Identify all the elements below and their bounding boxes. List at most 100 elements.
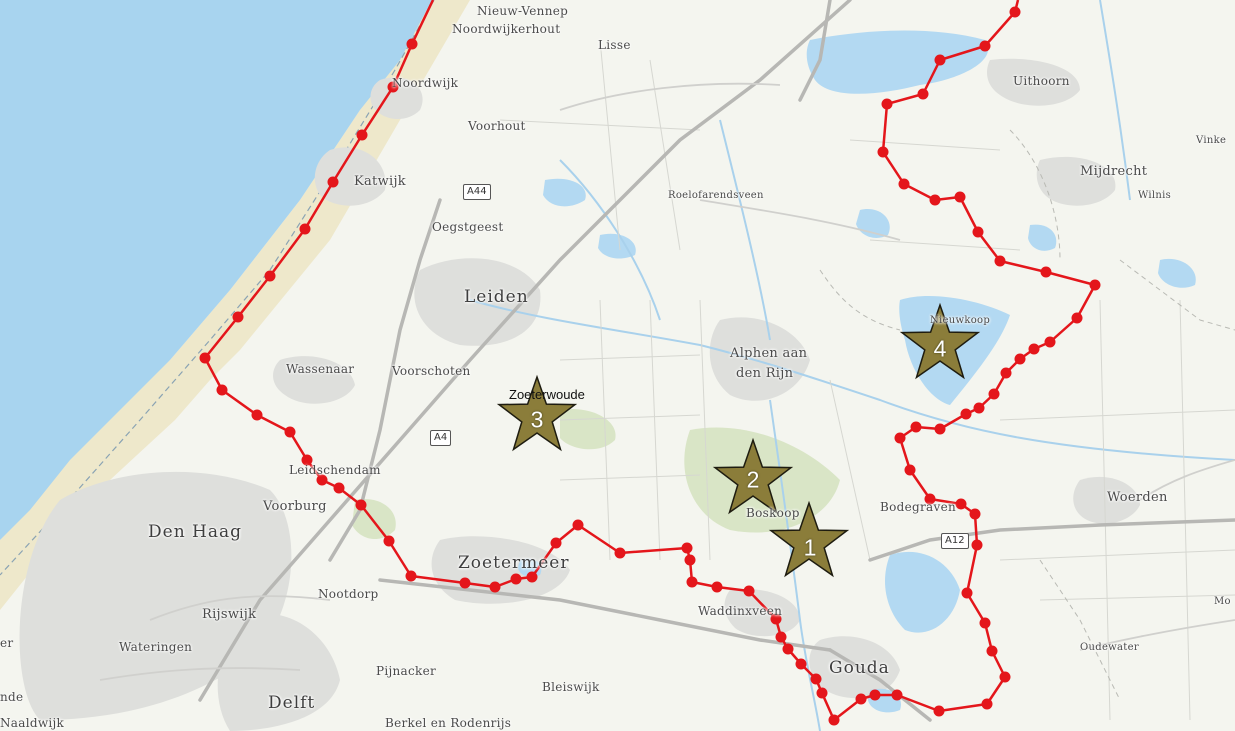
place-label-noordwijkerhout: Noordwijkerhout	[452, 22, 561, 36]
place-label-voorburg: Voorburg	[263, 499, 327, 514]
place-label-noordwijk: Noordwijk	[392, 76, 459, 90]
boundary-vertex-dot	[994, 255, 1006, 267]
boundary-vertex-dot	[969, 508, 981, 520]
star-icon[interactable]	[712, 437, 794, 515]
place-label-naaldwijk: Naaldwijk	[0, 716, 65, 730]
boundary-vertex-dot	[999, 671, 1011, 683]
place-label-boskoop: Boskoop	[746, 506, 800, 520]
place-label-den-haag: Den Haag	[148, 522, 243, 542]
place-label-alphen-aan: Alphen aan	[730, 346, 808, 361]
boundary-line	[203, 0, 1097, 722]
place-label-nootdorp: Nootdorp	[318, 587, 379, 601]
boundary-vertex-dot	[972, 226, 984, 238]
star-icon[interactable]	[496, 374, 578, 452]
boundary-vertex-dot	[810, 673, 822, 685]
place-label-pijnacker: Pijnacker	[376, 664, 437, 678]
boundary-vertex-dot	[961, 587, 973, 599]
boundary-vertex-dot	[973, 402, 985, 414]
place-label-bleiswijk: Bleiswijk	[542, 680, 600, 694]
place-label-wassenaar: Wassenaar	[286, 362, 355, 376]
boundary-vertex-dot	[894, 432, 906, 444]
boundary-vertex-dot	[775, 631, 787, 643]
place-label-katwijk: Katwijk	[354, 174, 406, 189]
boundary-vertex-dot	[955, 498, 967, 510]
boundary-vertex-dot	[251, 409, 263, 421]
place-label-wateringen: Wateringen	[119, 640, 193, 654]
place-label-oegstgeest: Oegstgeest	[432, 220, 504, 234]
place-label-zoetermeer: Zoetermeer	[458, 553, 570, 573]
place-label-voorschoten: Voorschoten	[392, 364, 471, 378]
boundary-vertex-dot	[681, 542, 693, 554]
place-label-berkel: Berkel en Rodenrijs	[385, 716, 512, 730]
road-shield-a12: A12	[941, 533, 969, 549]
place-label-lisse: Lisse	[598, 38, 631, 52]
boundary-vertex-dot	[550, 537, 562, 549]
boundary-vertex-dot	[898, 178, 910, 190]
boundary-vertex-dot	[960, 408, 972, 420]
star-icon[interactable]	[899, 302, 981, 380]
boundary-vertex-dot	[933, 705, 945, 717]
boundary-vertex-dot	[795, 658, 807, 670]
boundary-vertex-dot	[572, 519, 584, 531]
boundary-vertex-dot	[405, 570, 417, 582]
boundary-vertex-dot	[855, 693, 867, 705]
boundary-vertex-dot	[264, 270, 276, 282]
place-label-mijdrecht: Mijdrecht	[1080, 164, 1148, 179]
boundary-vertex-dot	[869, 689, 881, 701]
boundary-vertex-dot	[355, 499, 367, 511]
boundary-vertex-dot	[782, 643, 794, 655]
boundary-vertex-dot	[316, 474, 328, 486]
boundary-vertex-dot	[1000, 367, 1012, 379]
place-label-partial-er: er	[0, 636, 14, 650]
boundary-vertices	[199, 6, 1101, 726]
boundary-vertex-dot	[406, 38, 418, 50]
boundary-vertex-dot	[489, 581, 501, 593]
star-icon[interactable]	[768, 500, 850, 578]
boundary-vertex-dot	[988, 388, 1000, 400]
boundary-vertex-dot	[986, 645, 998, 657]
boundary-vertex-dot	[816, 687, 828, 699]
boundary-vertex-dot	[199, 352, 211, 364]
place-label-oudewater: Oudewater	[1080, 642, 1139, 653]
boundary-vertex-dot	[743, 585, 755, 597]
place-label-delft: Delft	[268, 693, 316, 713]
boundary-vertex-dot	[981, 698, 993, 710]
boundary-vertex-dot	[1089, 279, 1101, 291]
boundary-vertex-dot	[301, 454, 313, 466]
boundary-vertex-dot	[1071, 312, 1083, 324]
boundary-vertex-dot	[979, 40, 991, 52]
place-label-nieuwkoop: Nieuwkoop	[930, 315, 991, 326]
boundary-vertex-dot	[526, 571, 538, 583]
place-label-montfoort: Mo	[1214, 596, 1231, 607]
boundary-vertex-dot	[216, 384, 228, 396]
boundary-vertex-dot	[510, 573, 522, 585]
place-label-nieuw-vennep: Nieuw-Vennep	[477, 4, 569, 18]
boundary-vertex-dot	[904, 464, 916, 476]
boundary-vertex-dot	[770, 613, 782, 625]
boundary-vertex-dot	[459, 577, 471, 589]
study-site-markers	[496, 302, 981, 578]
place-label-vinkeveen: Vinke	[1196, 135, 1227, 146]
boundary-vertex-dot	[924, 493, 936, 505]
boundary-vertex-dot	[1014, 353, 1026, 365]
boundary-vertex-dot	[971, 539, 983, 551]
boundary-vertex-dot	[711, 581, 723, 593]
boundary-vertex-dot	[891, 689, 903, 701]
road-shield-a4: A4	[430, 430, 452, 446]
boundary-vertex-dot	[954, 191, 966, 203]
place-label-woerden: Woerden	[1107, 490, 1168, 505]
place-label-roelofarendsveen: Roelofarendsveen	[668, 190, 764, 201]
place-label-leidschendam: Leidschendam	[289, 463, 381, 477]
boundary-vertex-dot	[934, 423, 946, 435]
boundary-vertex-dot	[383, 535, 395, 547]
place-label-uithoorn: Uithoorn	[1013, 74, 1070, 88]
boundary-vertex-dot	[828, 714, 840, 726]
boundary-vertex-dot	[929, 194, 941, 206]
boundary-vertex-dot	[299, 223, 311, 235]
place-label-zoeterwoude: Zoeterwoude	[509, 387, 585, 402]
boundary-vertex-dot	[1044, 336, 1056, 348]
place-label-waddinxveen: Waddinxveen	[698, 604, 783, 618]
place-label-rijswijk: Rijswijk	[202, 607, 257, 622]
